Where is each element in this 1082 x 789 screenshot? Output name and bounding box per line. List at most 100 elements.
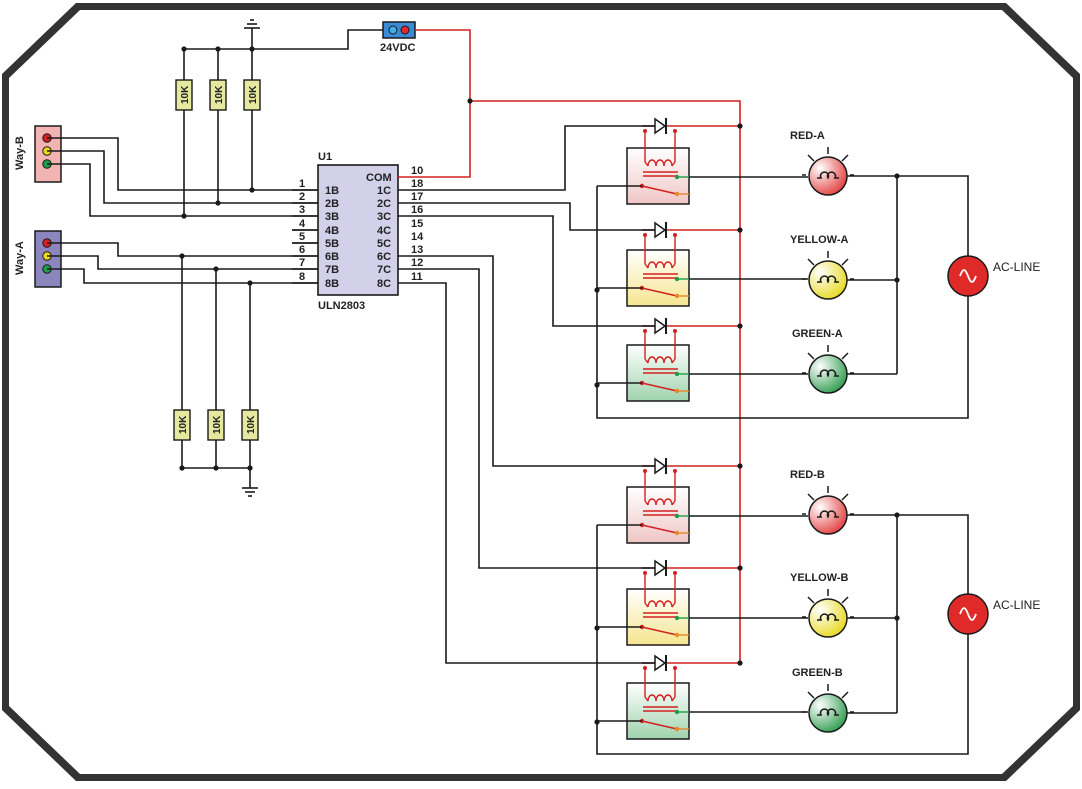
relay-2: [626, 221, 740, 307]
ic-part-label: ULN2803: [318, 300, 365, 312]
relay-3: [626, 317, 740, 402]
lamp-ray: [807, 154, 815, 162]
lamp-ray: [807, 596, 815, 604]
ac-source-label: AC-LINE: [993, 598, 1040, 612]
resistor-value: 10K: [214, 85, 225, 104]
frame-inner: [9, 10, 1073, 774]
ic-pin-number: 6: [299, 244, 305, 256]
junction-dot: [737, 565, 743, 571]
wire-24v-bus: [470, 100, 741, 663]
ic-pin-name: 2B: [325, 198, 339, 210]
junction-dot: [179, 465, 185, 471]
ic-pin-number: 10: [411, 165, 423, 177]
resistor-bottom-3: 10K: [241, 409, 259, 441]
ic-pin-number: 17: [411, 191, 423, 203]
resistor-top-2: 10K: [209, 79, 227, 111]
ic-pin-number: 2: [299, 191, 305, 203]
relay-6: [626, 654, 740, 740]
lamp-filament: [817, 510, 839, 519]
input-header-way-a: Way-A: [14, 230, 62, 288]
ic-pin-name: 3C: [377, 211, 391, 223]
lamp-label: RED-A: [790, 130, 825, 142]
ic-pin-number: 18: [411, 178, 423, 190]
lamp-filament: [817, 171, 839, 180]
lamp-ray: [807, 493, 815, 501]
junction-dot: [467, 98, 473, 104]
ic-pin-name: 6C: [377, 251, 391, 263]
connector-pin-ground: [388, 25, 398, 35]
lamp-ray: [841, 154, 849, 162]
input-header-way-b: Way-B: [14, 125, 62, 183]
ac-source-label: AC-LINE: [993, 260, 1040, 274]
lamp-green-a: GREEN-A: [792, 328, 854, 394]
ic-pin-number: 1: [299, 178, 305, 190]
connector-pin-positive: [400, 25, 410, 35]
resistor-value: 10K: [178, 415, 189, 434]
junction-dot: [894, 277, 900, 283]
junction-dot: [737, 323, 743, 329]
wire-ic-to-relay-6: [398, 282, 642, 664]
junction-dot: [894, 173, 900, 179]
resistor-top-1: 10K: [175, 79, 193, 111]
coil-loop: [663, 600, 673, 608]
ac-source-a: AC-LINE: [947, 255, 1040, 297]
ic-pin-number: 8: [299, 271, 305, 283]
lamp-label: YELLOW-B: [790, 572, 848, 584]
ic-pin-name: 8B: [325, 278, 339, 290]
wire-way-b-3: [47, 163, 318, 217]
connector-body: [382, 21, 416, 39]
lamp-label: RED-B: [790, 469, 825, 481]
ic-pin-name: 4B: [325, 225, 339, 237]
lamp-ray: [841, 493, 849, 501]
ic-pin-name: 7B: [325, 264, 339, 276]
junction-dot: [737, 463, 743, 469]
ic-pin-name: 7C: [377, 264, 391, 276]
wire-pullup-rail: [184, 29, 383, 50]
junction-dot: [594, 719, 600, 725]
lamp-filament: [817, 708, 839, 717]
ic-pin-name: 3B: [325, 211, 339, 223]
wire-ac-return-a: [596, 186, 969, 419]
wire-way-a-2: [47, 255, 318, 270]
resistor-bottom-2: 10K: [207, 409, 225, 441]
ic-pin-name: 6B: [325, 251, 339, 263]
coil-loop: [663, 694, 673, 702]
wire-lamp-rail-b-to-ac: [897, 514, 969, 594]
relay-5: [626, 559, 740, 646]
relay-1: [626, 117, 740, 205]
header-label: Way-B: [14, 136, 26, 170]
coil-loop: [663, 356, 673, 364]
lamp-red-b: RED-B: [790, 469, 854, 535]
lamp-filament: [817, 613, 839, 622]
resistor-value: 10K: [212, 415, 223, 434]
wire-way-a-3: [47, 268, 318, 284]
header-label: Way-A: [14, 241, 26, 275]
wire-way-b-1: [47, 137, 318, 191]
sine-wave-icon: [959, 269, 977, 283]
junction-dot: [594, 287, 600, 293]
lamp-yellow-b: YELLOW-B: [790, 572, 854, 638]
lamp-ray: [841, 691, 849, 699]
lamp-red-a: RED-A: [790, 130, 854, 196]
relay-4: [626, 457, 740, 544]
lamp-green-b: GREEN-B: [792, 667, 854, 733]
lamp-filament: [817, 369, 839, 378]
ic-uln2803: [292, 164, 399, 296]
resistor-bottom-1: 10K: [173, 409, 191, 441]
resistor-value: 10K: [180, 85, 191, 104]
lamp-ray: [807, 258, 815, 266]
lamp-yellow-a: YELLOW-A: [790, 234, 854, 300]
ic-pin-number: 14: [411, 231, 424, 243]
power-label: 24VDC: [380, 42, 416, 54]
ic-pin-name: 1C: [377, 185, 391, 197]
ic-pin-name: 2C: [377, 198, 391, 210]
power-connector-24vdc: [382, 21, 416, 39]
ic-pin-number: 16: [411, 204, 423, 216]
junction-dot: [894, 512, 900, 518]
lamp-ray: [841, 258, 849, 266]
lamp-ray: [807, 352, 815, 360]
ic-pin-number: 7: [299, 257, 305, 269]
lamp-label: YELLOW-A: [790, 234, 848, 246]
junction-dot: [737, 660, 743, 666]
wire-way-b-2: [47, 150, 318, 204]
